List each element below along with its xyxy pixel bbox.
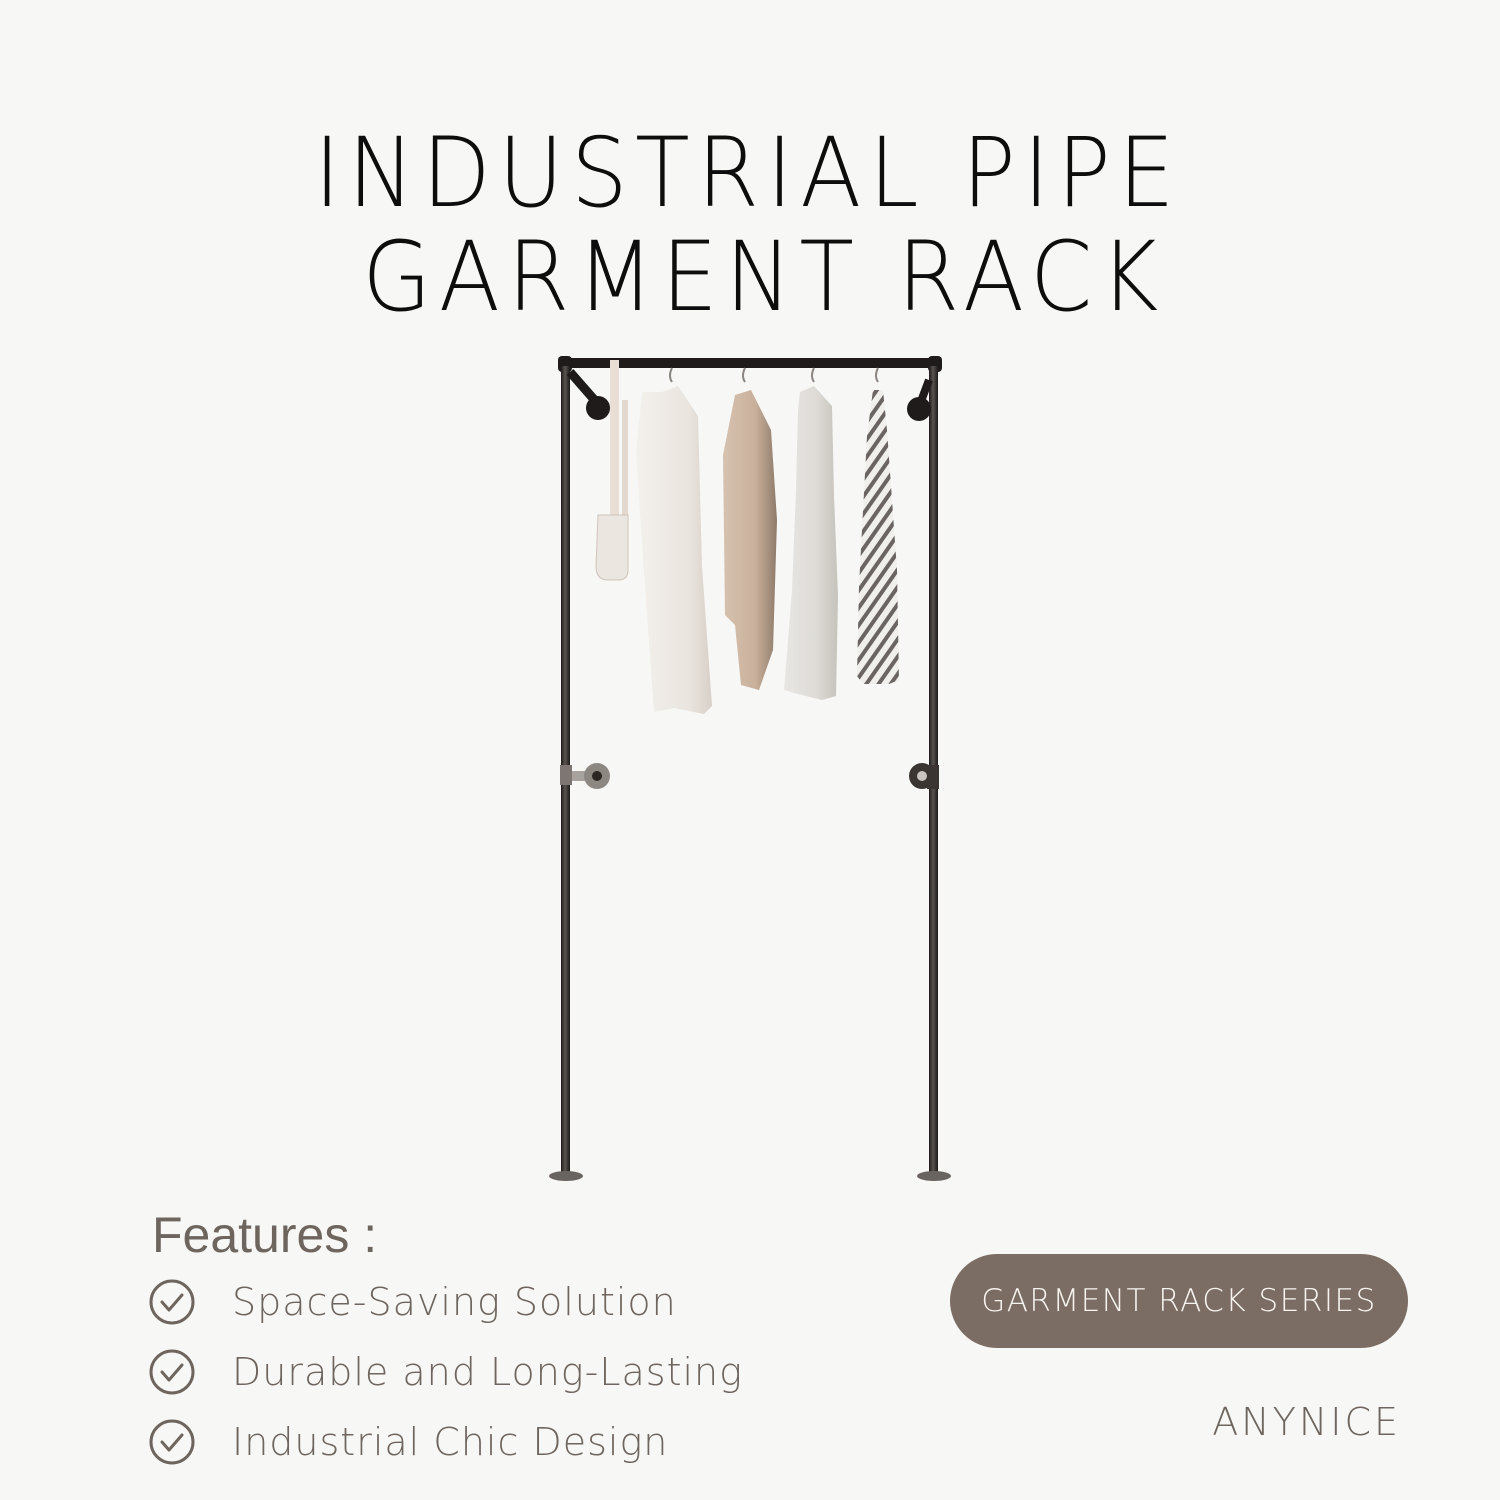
crossbody-bag	[595, 360, 629, 581]
white-dress	[784, 386, 838, 700]
series-badge: GARMENT RACK SERIES	[950, 1254, 1408, 1348]
feature-item: Industrial Chic Design	[148, 1418, 668, 1466]
beige-coat	[723, 390, 777, 690]
brand-name: ANYNICE	[1212, 1400, 1401, 1444]
striped-trousers	[857, 390, 899, 684]
title-line-2: GARMENT RACK	[362, 221, 1166, 333]
feature-label: Durable and Long-Lasting	[232, 1350, 743, 1394]
check-circle-icon	[149, 1419, 195, 1465]
feature-label: Space-Saving Solution	[232, 1280, 677, 1324]
check-circle-icon	[149, 1279, 195, 1325]
title-line-1: INDUSTRIAL PIPE	[313, 117, 1182, 229]
series-badge-label: GARMENT RACK SERIES	[981, 1283, 1377, 1319]
check-circle-icon	[149, 1349, 195, 1395]
white-coat	[636, 386, 712, 714]
features-heading: Features :	[152, 1207, 378, 1263]
feature-label: Industrial Chic Design	[232, 1420, 669, 1464]
feature-item: Space-Saving Solution	[148, 1278, 677, 1326]
feature-item: Durable and Long-Lasting	[148, 1348, 743, 1396]
